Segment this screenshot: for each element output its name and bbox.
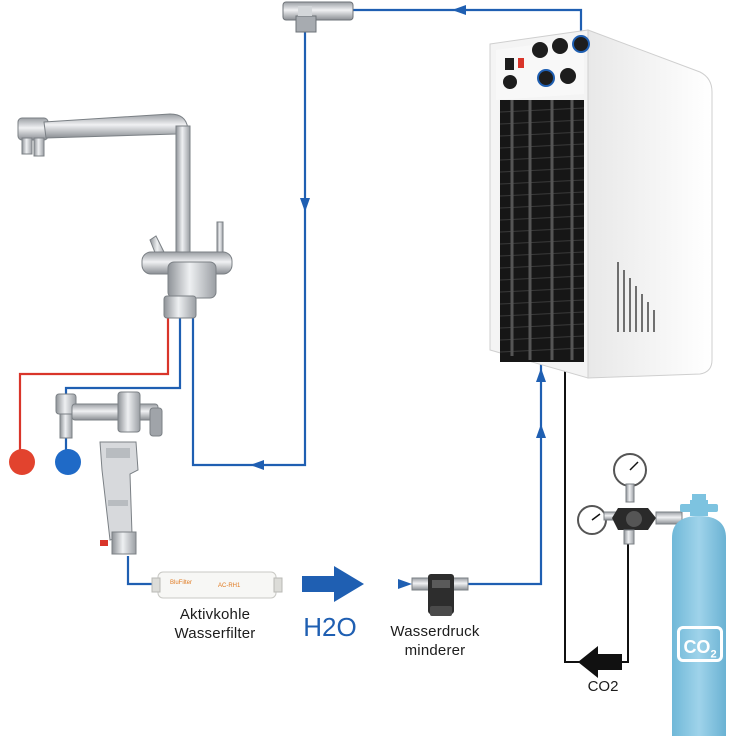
condenser-fins bbox=[499, 107, 585, 353]
angle-valve bbox=[55, 391, 163, 555]
filter-brand-text: BluFilter bbox=[170, 580, 192, 586]
faucet bbox=[17, 113, 233, 319]
pressure-reducer-label: Wasserdruck minderer bbox=[380, 622, 490, 660]
arrow-left-bottom bbox=[250, 460, 264, 470]
co2-bottle-label: CO2 bbox=[677, 626, 723, 662]
pressure-reducer-label-line2: minderer bbox=[404, 642, 466, 659]
arrow-right-reducer bbox=[398, 579, 412, 589]
co2-regulator bbox=[577, 453, 683, 545]
co2-label: CO2 bbox=[587, 678, 619, 695]
line-filter-to-reducer bbox=[126, 556, 160, 586]
carbon-filter-label: Aktivkohle Wasserfilter bbox=[150, 605, 280, 643]
co2-bottle bbox=[672, 494, 726, 736]
arrow-up-1 bbox=[536, 424, 546, 438]
side-vent bbox=[617, 262, 655, 332]
pressure-reducer bbox=[411, 574, 469, 616]
carbon-filter: BluFilter AC-RH1 bbox=[151, 571, 283, 599]
line-hot-feed bbox=[18, 318, 170, 452]
line-tee-to-faucet bbox=[191, 30, 307, 467]
co2-bottle-label-main: CO bbox=[683, 637, 711, 657]
tee-connector bbox=[282, 1, 354, 33]
panel-connectors bbox=[503, 35, 590, 89]
arrow-left-top bbox=[452, 5, 466, 15]
pressure-reducer-label-line1: Wasserdruck bbox=[390, 623, 480, 640]
carbon-filter-label-line1: Aktivkohle bbox=[179, 606, 251, 623]
co2-bottle-label-sub: 2 bbox=[710, 648, 717, 661]
arrow-up-2 bbox=[536, 368, 546, 382]
filter-model-text: AC-RH1 bbox=[218, 583, 241, 589]
h2o-flow-arrow bbox=[302, 566, 364, 602]
cold-water-indicator bbox=[55, 449, 81, 475]
hot-water-indicator bbox=[9, 449, 35, 475]
flow-arrows bbox=[250, 5, 546, 589]
carbon-filter-label-line2: Wasserfilter bbox=[174, 625, 256, 642]
arrow-down-tee bbox=[300, 198, 310, 212]
co2-flow-arrow bbox=[578, 646, 622, 678]
h2o-label: H2O bbox=[303, 612, 357, 642]
chiller-unit bbox=[489, 29, 713, 379]
